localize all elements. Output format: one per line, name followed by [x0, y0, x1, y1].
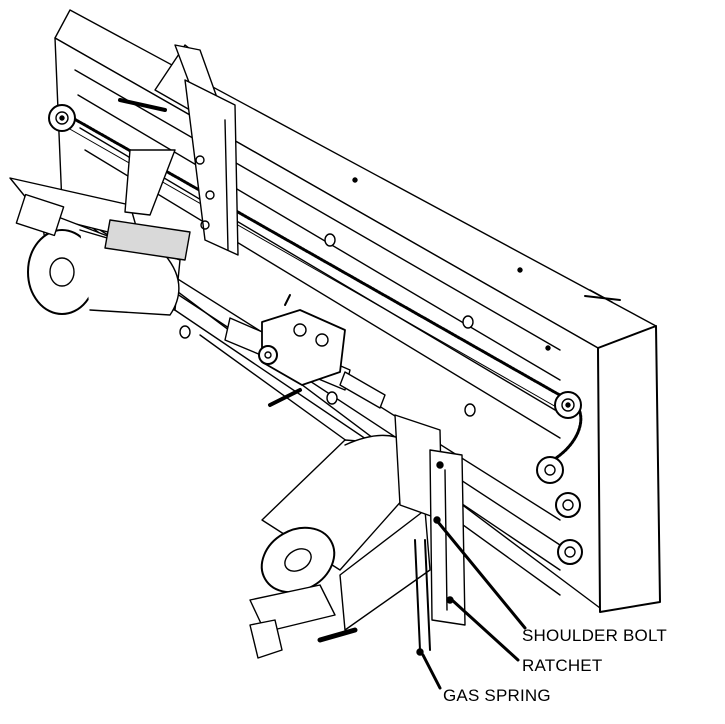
brake-bracket — [394, 414, 466, 656]
leader-ratchet — [450, 598, 520, 662]
label-gas-spring: GAS SPRING — [443, 686, 551, 705]
label-shoulder-bolt: SHOULDER BOLT — [522, 626, 667, 645]
leader-lines — [421, 520, 527, 690]
sprocket-right-top — [554, 391, 582, 419]
label-ratchet: RATCHET — [522, 656, 603, 675]
lower-gearmotor — [249, 434, 431, 659]
sprocket-idler — [536, 456, 564, 484]
upper-bracket — [118, 44, 239, 256]
sprocket-right-mid — [555, 492, 581, 518]
left-gearmotor — [9, 149, 191, 316]
center-carriage — [224, 294, 386, 409]
leader-shoulder-bolt — [436, 520, 527, 630]
sprocket-left — [48, 104, 76, 132]
air-fitting — [584, 289, 621, 303]
leader-gas-spring — [421, 653, 442, 690]
sprocket-right-bottom — [557, 539, 583, 565]
